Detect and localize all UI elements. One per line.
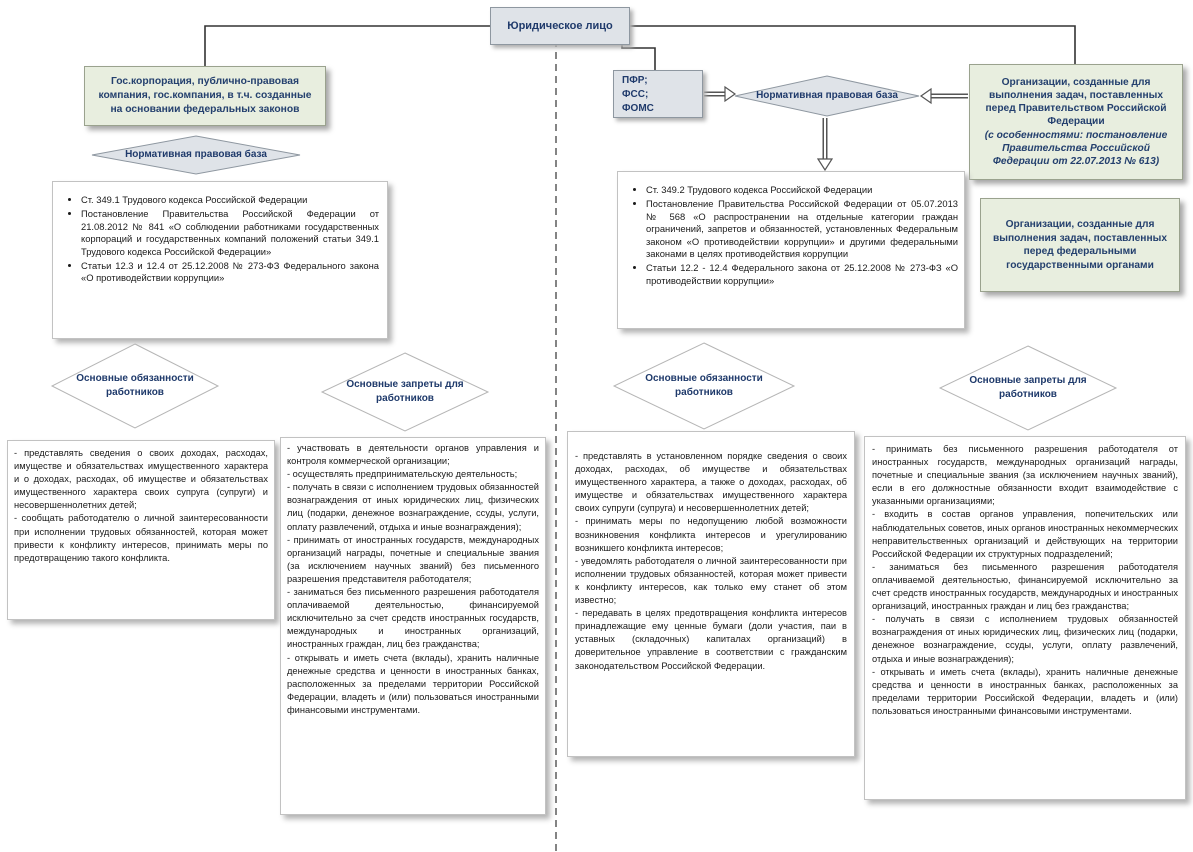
list-item: Постановление Правительства Российской Ф… [81, 208, 379, 258]
ban-item: - открывать и иметь счета (вклады), хран… [287, 652, 539, 715]
root-label: Юридическое лицо [507, 20, 613, 32]
right-bans-panel: - принимать без письменного разрешения р… [864, 436, 1186, 800]
list-item: Постановление Правительства Российской Ф… [646, 198, 958, 260]
left-org-header: Гос.корпорация, публично-правовая компан… [84, 66, 326, 126]
list-item: Статьи 12.2 - 12.4 Федерального закона о… [646, 262, 958, 287]
left-bans-panel: - участвовать в деятельности органов упр… [280, 437, 546, 815]
diamond-shape [320, 352, 490, 432]
left-bans-label: Основные запреты для работников [346, 379, 464, 404]
duty-item: - уведомлять работодателя о личной заинт… [575, 555, 847, 606]
ban-item: - принимать без письменного разрешения р… [872, 444, 1178, 507]
ban-item: - осуществлять предпринимательскую деяте… [287, 469, 518, 480]
org-gov-note: (с особенностями: постановление Правител… [984, 129, 1168, 167]
ban-item: - открывать и иметь счета (вклады), хран… [872, 666, 1178, 716]
ban-item: - заниматься без письменного разрешения … [872, 561, 1178, 612]
diamond-shape [50, 343, 220, 429]
left-base-diamond: Нормативная правовая база [90, 135, 302, 175]
right-base-list: Ст. 349.2 Трудового кодекса Российской Ф… [618, 184, 958, 287]
duty-item: - сообщать работодателю о личной заинтер… [14, 513, 268, 563]
ban-item: - принимать от иностранных государств, м… [287, 534, 539, 584]
left-duties-diamond: Основные обязанности работников [50, 343, 220, 429]
right-duties-panel: - представлять в установленном порядке с… [567, 431, 855, 757]
diamond-shape [612, 342, 796, 430]
right-bans-diamond: Основные запреты для работников [938, 345, 1118, 431]
ban-item: - получать в связи с исполнением трудовы… [287, 482, 539, 532]
right-base-diamond: Нормативная правовая база [733, 75, 921, 117]
left-bans-diamond: Основные запреты для работников [320, 352, 490, 432]
duty-item: - принимать меры по недопущению любой во… [575, 516, 847, 553]
right-base-panel: Ст. 349.2 Трудового кодекса Российской Ф… [617, 171, 965, 329]
left-duties-panel: - представлять сведения о своих доходах,… [7, 440, 275, 620]
right-duties-label: Основные обязанности работников [645, 373, 763, 398]
org-fed-text: Организации, созданные для выполнения за… [993, 219, 1167, 271]
left-org-header-text: Гос.корпорация, публично-правовая компан… [98, 76, 312, 115]
diamond-shape [91, 135, 301, 175]
diamond-shape [734, 75, 920, 117]
left-base-list: Ст. 349.1 Трудового кодекса Российской Ф… [53, 194, 379, 285]
ban-item: - заниматься без письменного разрешения … [287, 587, 539, 650]
list-item: Ст. 349.2 Трудового кодекса Российской Ф… [646, 184, 958, 196]
ban-item: - входить в состав органов управления, п… [872, 509, 1179, 559]
duty-item: - передавать в целях предотвращения конф… [575, 608, 847, 671]
org-fed-box: Организации, созданные для выполнения за… [980, 198, 1180, 292]
list-item: Статьи 12.3 и 12.4 от 25.12.2008 № 273-Ф… [81, 260, 379, 285]
fund-pfr: ПФР; [622, 75, 648, 86]
right-bans-label: Основные запреты для работников [969, 375, 1087, 400]
funds-box: ПФР; ФСС; ФОМС [613, 70, 703, 118]
fund-foms: ФОМС [622, 103, 654, 114]
ban-item: - получать в связи с исполнением трудовы… [872, 614, 1178, 664]
root-node: Юридическое лицо [490, 7, 630, 45]
right-duties-diamond: Основные обязанности работников [612, 342, 796, 430]
list-item: Ст. 349.1 Трудового кодекса Российской Ф… [81, 194, 379, 206]
right-base-label: Нормативная правовая база [756, 90, 898, 101]
org-gov-title: Организации, созданные для выполнения за… [985, 76, 1167, 128]
duty-item: - представлять в установленном порядке с… [575, 451, 847, 514]
org-gov-box: Организации, созданные для выполнения за… [969, 64, 1183, 180]
left-base-label: Нормативная правовая база [125, 149, 267, 160]
left-base-panel: Ст. 349.1 Трудового кодекса Российской Ф… [52, 181, 388, 339]
diamond-shape [938, 345, 1118, 431]
left-duties-label: Основные обязанности работников [76, 373, 194, 398]
duty-item: - представлять сведения о своих доходах,… [14, 448, 268, 511]
ban-item: - участвовать в деятельности органов упр… [287, 443, 539, 467]
fund-fss: ФСС; [622, 89, 649, 100]
